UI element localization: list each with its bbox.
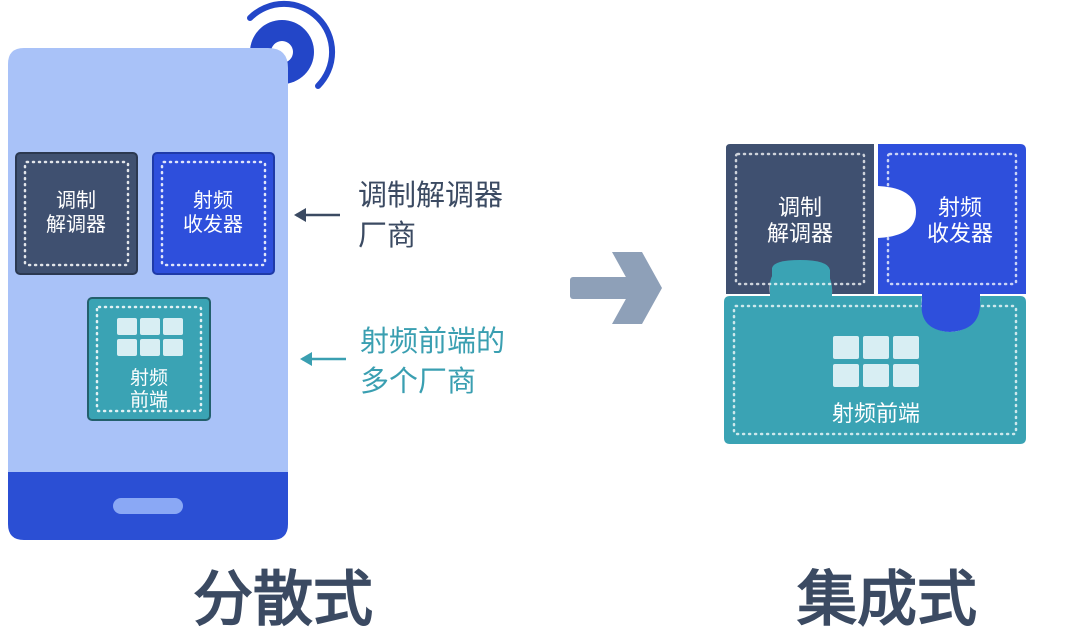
chip-modem-label-line1: 调制	[56, 188, 96, 212]
puzzle-modem-label-line2: 解调器	[767, 222, 833, 247]
callout-modem-vendor-line2: 厂商	[358, 218, 416, 252]
title-discrete: 分散式	[193, 565, 373, 634]
puzzle-modem: 调制 解调器	[726, 144, 874, 294]
chip-modem-label-line2: 解调器	[46, 212, 106, 236]
chip-rf-frontend-label-line2: 前端	[130, 389, 168, 411]
chip-modem: 调制 解调器	[15, 152, 138, 275]
callout-modem-vendor-line1: 调制解调器	[358, 178, 503, 212]
chip-rf-transceiver-label-line2: 收发器	[183, 212, 243, 236]
puzzle-rf-frontend-label: 射频前端	[832, 402, 920, 427]
puzzle-rf-frontend: 射频前端	[724, 262, 1026, 444]
chip-rf-frontend-label-line1: 射频	[130, 367, 168, 389]
phone-button-icon	[113, 498, 183, 514]
title-integrated: 集成式	[796, 565, 977, 634]
phone	[8, 48, 288, 540]
chip-rf-transceiver: 射频 收发器	[152, 152, 275, 275]
chip-rf-transceiver-label-line1: 射频	[193, 188, 233, 212]
puzzle-rf-transceiver-label-line1: 射频	[938, 196, 982, 221]
callout-rf-vendors-line2: 多个厂商	[360, 364, 476, 398]
arrow-right-icon	[570, 252, 662, 324]
callout-rf-vendors-line1: 射频前端的	[360, 324, 505, 358]
puzzle-rf-transceiver: 射频 收发器	[878, 144, 1026, 332]
puzzle-rf-transceiver-label-line2: 收发器	[927, 222, 993, 247]
puzzle-modem-label-line1: 调制	[778, 196, 822, 221]
chip-rf-frontend: 射频 前端	[87, 297, 211, 421]
left-arrow-icon	[294, 208, 340, 222]
grid-icon	[833, 336, 919, 387]
left-arrow-icon	[300, 352, 346, 366]
grid-icon	[117, 318, 183, 356]
